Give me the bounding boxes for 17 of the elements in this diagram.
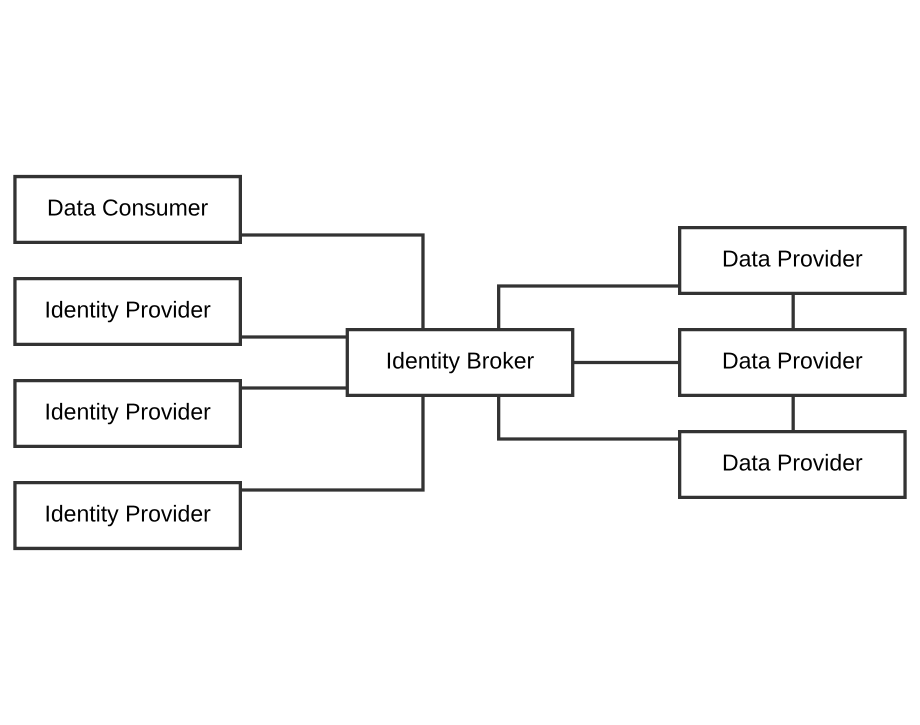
connector bbox=[792, 396, 795, 432]
connector bbox=[572, 360, 680, 364]
connector bbox=[240, 386, 348, 390]
node-box: Data Consumer bbox=[13, 174, 242, 244]
node-box: Identity Provider bbox=[13, 480, 242, 550]
node-box: Identity Broker bbox=[346, 328, 574, 398]
node-box: Identity Provider bbox=[13, 378, 242, 448]
node-box: Identity Provider bbox=[13, 276, 242, 346]
connector bbox=[792, 294, 795, 330]
connector bbox=[240, 233, 425, 329]
node-box: Data Provider bbox=[678, 328, 907, 398]
node-box: Data Provider bbox=[678, 226, 907, 296]
connector bbox=[497, 284, 680, 330]
connector bbox=[497, 396, 680, 441]
node-box: Data Provider bbox=[678, 430, 907, 500]
connector bbox=[240, 335, 348, 339]
connector bbox=[240, 396, 425, 492]
